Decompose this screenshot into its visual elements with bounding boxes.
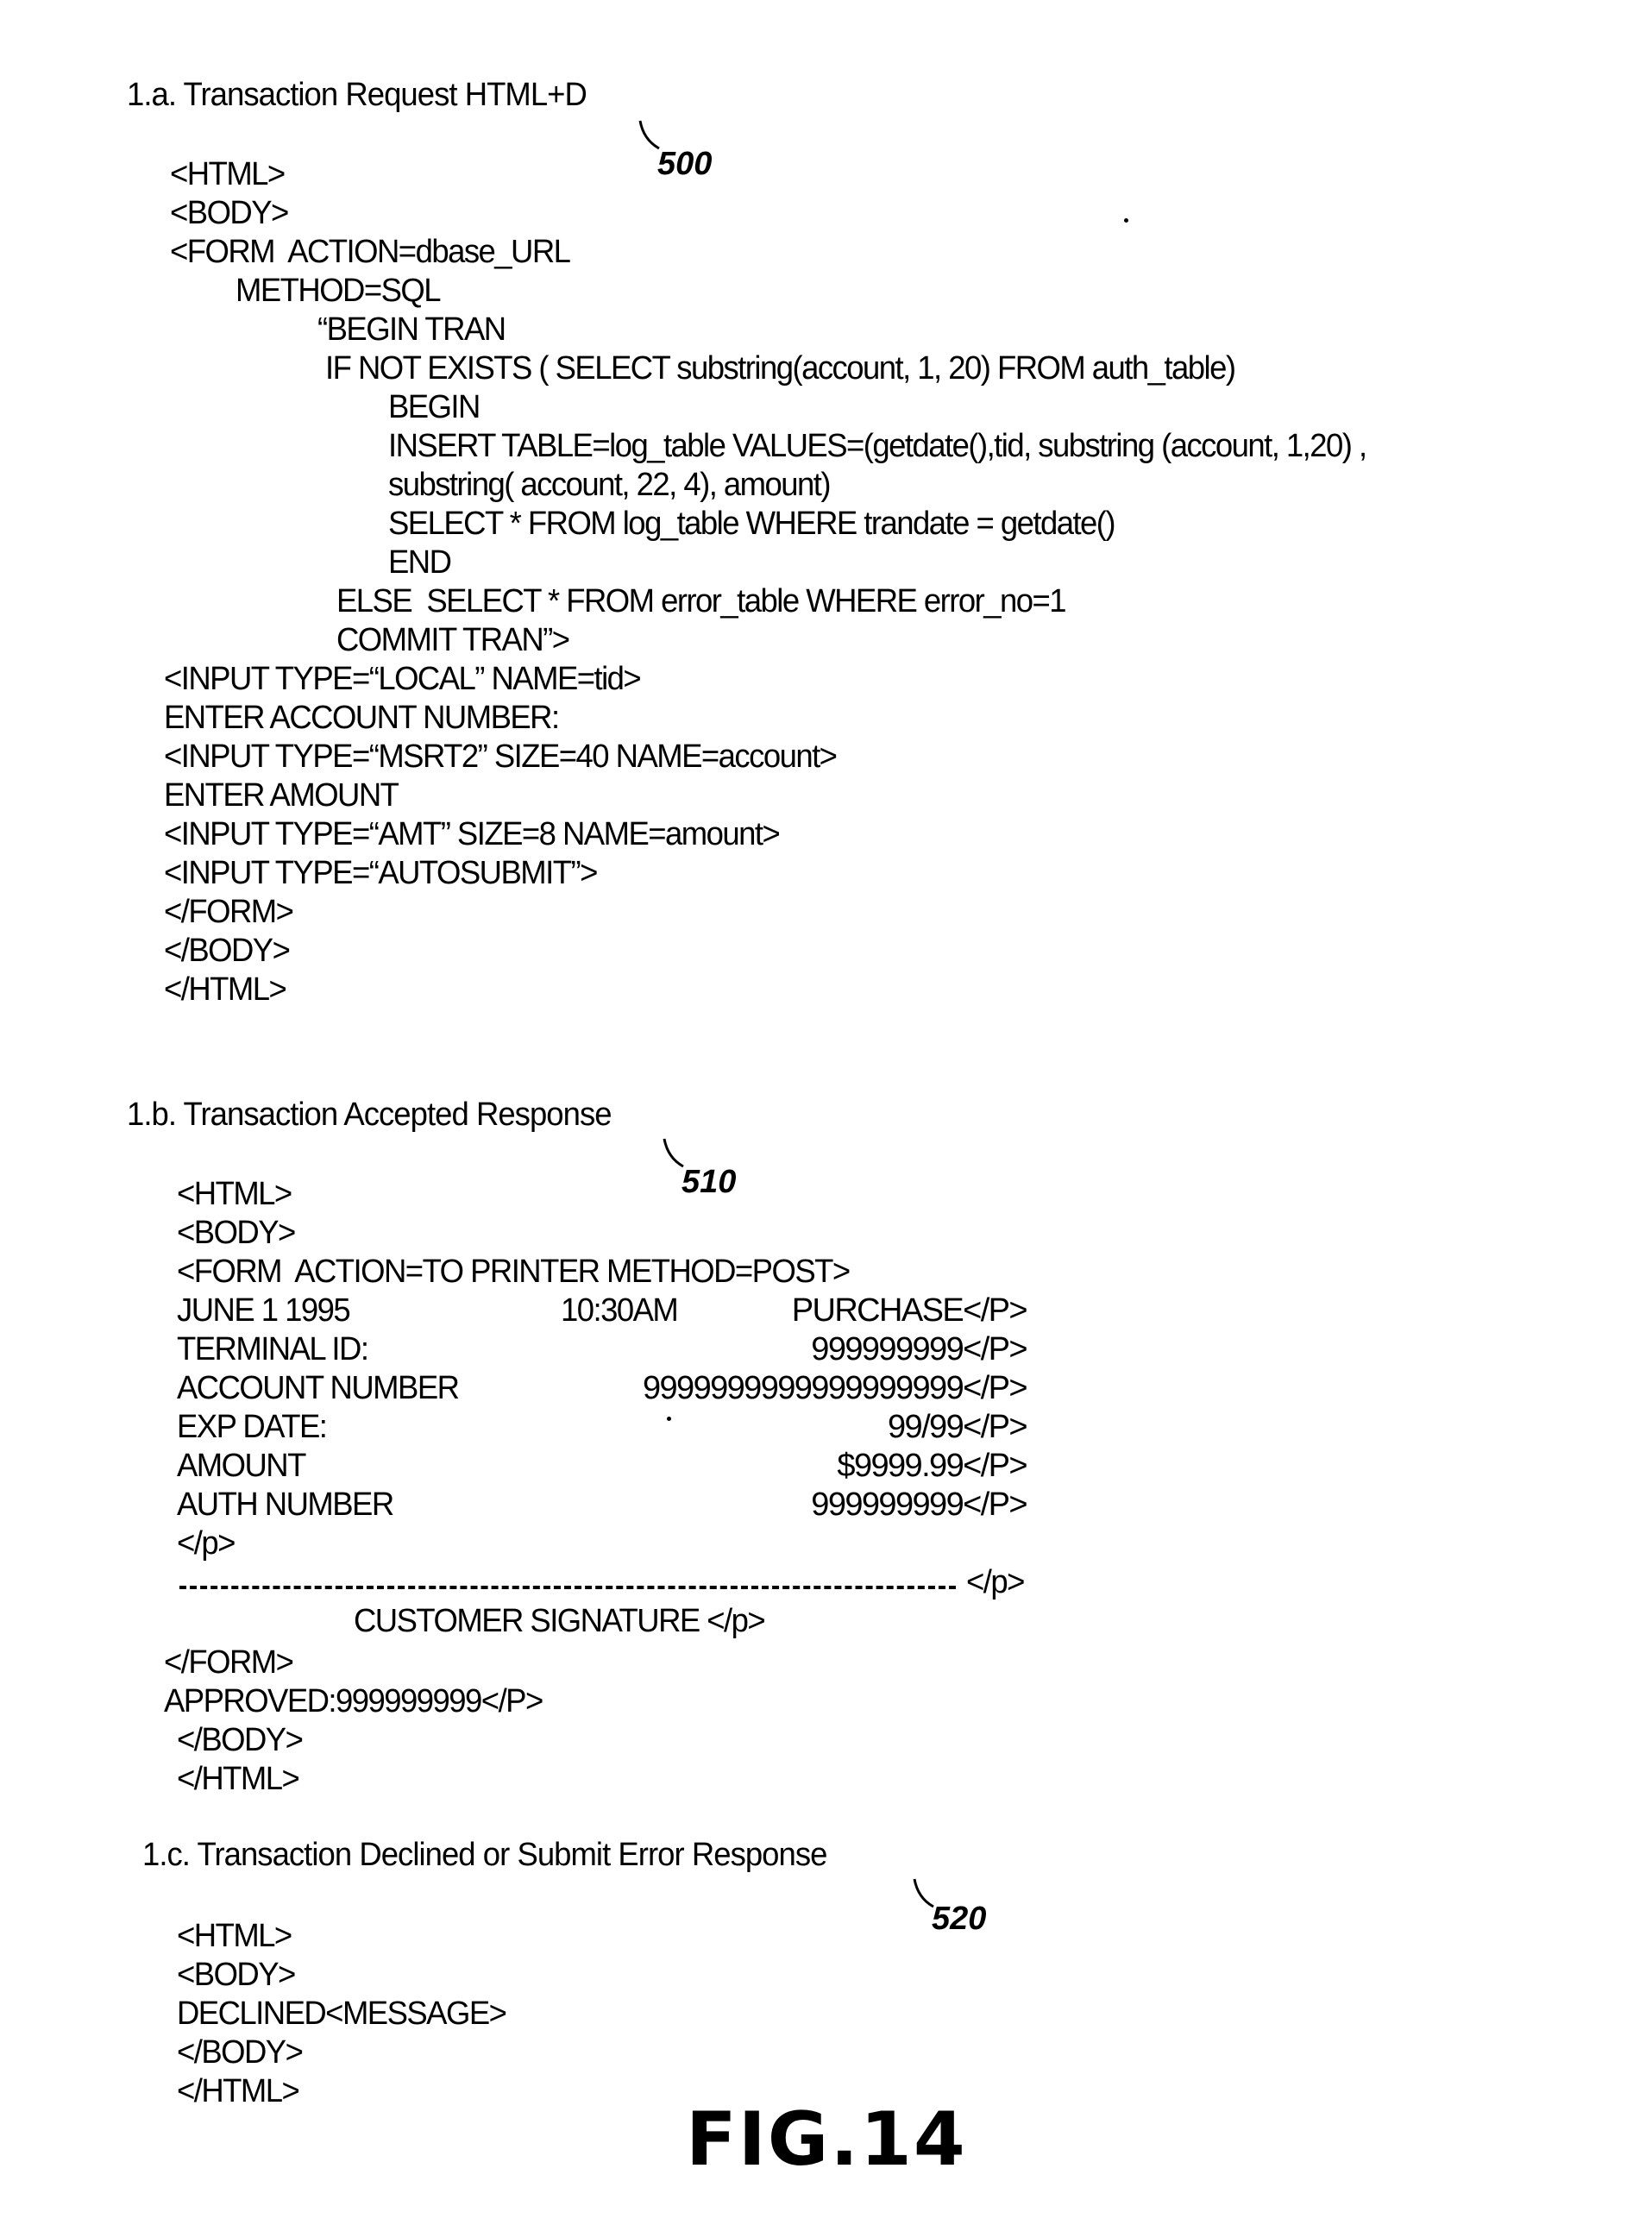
reference-numeral-520: 520 (932, 1901, 987, 1937)
code-line: IF NOT EXISTS ( SELECT substring(account… (325, 350, 1236, 387)
code-line: <INPUT TYPE=“AMT” SIZE=8 NAME=amount> (164, 816, 781, 852)
code-line: </BODY> (177, 1722, 304, 1758)
code-line: <FORM ACTION=TO PRINTER METHOD=POST> (177, 1254, 851, 1290)
code-line: METHOD=SQL (236, 273, 442, 309)
code-line: END (388, 544, 452, 581)
code-line: <INPUT TYPE=“MSRT2” SIZE=40 NAME=account… (164, 739, 838, 775)
code-line: </HTML> (164, 971, 287, 1008)
code-line: SELECT * FROM log_table WHERE trandate =… (388, 506, 1116, 542)
code-line: ENTER ACCOUNT NUMBER: (164, 700, 560, 736)
signature-dashed-line (179, 1586, 956, 1589)
receipt-row-value: 99/99</P> (888, 1409, 1028, 1445)
code-line: </p> (966, 1564, 1025, 1600)
code-line: INSERT TABLE=log_table VALUES=(getdate()… (388, 428, 1367, 464)
receipt-row-value: 9999999999999999999</P> (642, 1370, 1028, 1406)
code-line: <INPUT TYPE=“AUTOSUBMIT”> (164, 855, 598, 891)
code-line: </BODY> (164, 933, 291, 969)
receipt-row-value: $9999.99</P> (837, 1448, 1027, 1484)
code-line: <BODY> (177, 1957, 296, 1993)
receipt-row-label: TERMINAL ID: (177, 1331, 369, 1367)
code-line: substring( account, 22, 4), amount) (388, 467, 832, 503)
receipt-row-label: EXP DATE: (177, 1409, 328, 1445)
code-line: </p> (177, 1525, 236, 1562)
code-line: <FORM ACTION=dbase_URL (170, 234, 571, 270)
signature-caption: CUSTOMER SIGNATURE </p> (354, 1603, 766, 1639)
code-line: <INPUT TYPE=“LOCAL” NAME=tid> (164, 661, 642, 697)
leader-line-500 (638, 120, 660, 150)
code-line: DECLINED<MESSAGE> (177, 1996, 507, 2032)
receipt-row-value: 999999999</P> (811, 1486, 1027, 1523)
code-line: <BODY> (170, 195, 289, 231)
receipt-row-value: 999999999</P> (811, 1331, 1027, 1367)
code-line: </FORM> (164, 894, 294, 930)
code-line: <HTML> (170, 156, 286, 192)
code-line: ENTER AMOUNT (164, 777, 399, 814)
code-line: <BODY> (177, 1215, 296, 1251)
code-line: <HTML> (177, 1918, 292, 1954)
section-a-heading: 1.a. Transaction Request HTML+D (127, 77, 587, 113)
code-line: </HTML> (177, 1761, 300, 1797)
section-c-heading: 1.c. Transaction Declined or Submit Erro… (142, 1837, 827, 1873)
receipt-row-label: AMOUNT (177, 1448, 306, 1484)
leader-line-520 (913, 1878, 934, 1908)
scan-speck (1124, 218, 1128, 223)
code-line: COMMIT TRAN”> (336, 622, 570, 658)
reference-numeral-510: 510 (682, 1164, 737, 1200)
figure-label: FIG.14 (686, 2096, 967, 2183)
scan-speck (667, 1417, 671, 1421)
receipt-row-label: AUTH NUMBER (177, 1486, 394, 1523)
code-line: </FORM> (164, 1644, 294, 1681)
code-line: APPROVED:999999999</P> (164, 1683, 543, 1719)
code-line: </BODY> (177, 2034, 304, 2071)
code-line: </HTML> (177, 2073, 300, 2109)
code-line: BEGIN (388, 389, 481, 425)
receipt-row-label: ACCOUNT NUMBER (177, 1370, 460, 1406)
reference-numeral-500: 500 (657, 146, 713, 182)
code-line: “BEGIN TRAN (317, 311, 506, 348)
section-b-heading: 1.b. Transaction Accepted Response (127, 1097, 612, 1133)
code-line: <HTML> (177, 1176, 292, 1212)
receipt-row-time: 10:30AM (561, 1292, 679, 1329)
receipt-row-label: JUNE 1 1995 (177, 1292, 351, 1329)
code-line: ELSE SELECT * FROM error_table WHERE err… (336, 583, 1067, 619)
leader-line-510 (663, 1138, 684, 1168)
receipt-row-value: PURCHASE</P> (791, 1292, 1028, 1329)
